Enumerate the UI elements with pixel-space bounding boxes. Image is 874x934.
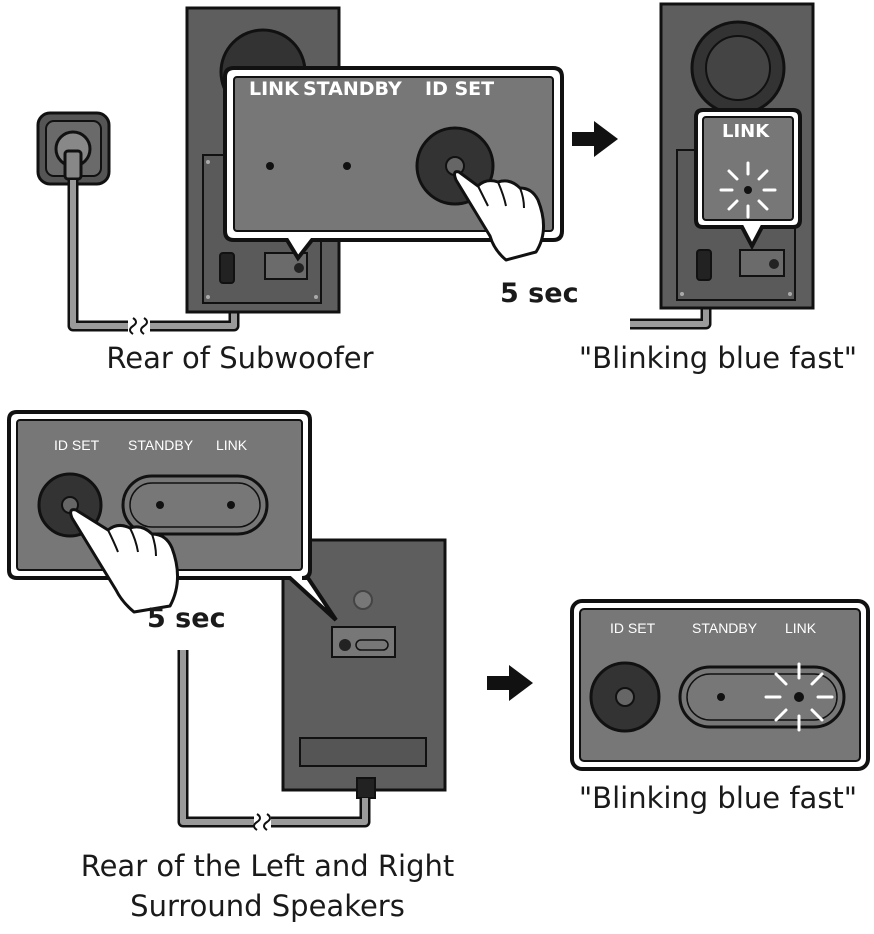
label-id-set: ID SET bbox=[54, 437, 100, 453]
caption-surround-line1: Rear of the Left and Right bbox=[80, 849, 455, 883]
panel-surround-link bbox=[570, 599, 870, 771]
caption-blinking: "Blinking blue fast" bbox=[578, 781, 858, 815]
duration-label: 5 sec bbox=[147, 603, 226, 634]
squiggle-break-icon bbox=[129, 317, 148, 335]
caption-subwoofer: Rear of Subwoofer bbox=[106, 341, 374, 375]
hand-pointer-icon bbox=[69, 508, 179, 614]
callout-panel-link bbox=[694, 108, 802, 251]
wall-outlet bbox=[36, 111, 111, 186]
arrow-right-icon bbox=[487, 665, 533, 701]
arrow-right-icon bbox=[572, 121, 618, 157]
power-outlet-icon bbox=[54, 130, 92, 181]
label-standby: STANDBY bbox=[303, 78, 402, 100]
caption-blinking: "Blinking blue fast" bbox=[578, 341, 858, 375]
label-id-set: ID SET bbox=[610, 620, 656, 636]
squiggle-break-icon bbox=[253, 813, 271, 831]
subwoofer-rear-2 bbox=[659, 2, 815, 310]
label-link: LINK bbox=[249, 78, 299, 100]
blink-rays-icon bbox=[764, 662, 834, 732]
label-standby: STANDBY bbox=[128, 437, 194, 453]
surround-speaker-rear bbox=[281, 538, 447, 799]
label-link: LINK bbox=[722, 121, 770, 142]
label-link: LINK bbox=[785, 620, 817, 636]
label-id-set: ID SET bbox=[425, 78, 495, 100]
caption-surround-line2: Surround Speakers bbox=[130, 889, 405, 923]
label-link: LINK bbox=[216, 437, 248, 453]
blink-rays-icon bbox=[719, 161, 777, 219]
label-standby: STANDBY bbox=[692, 620, 758, 636]
duration-label: 5 sec bbox=[500, 278, 579, 309]
hand-pointer-icon bbox=[453, 170, 545, 262]
